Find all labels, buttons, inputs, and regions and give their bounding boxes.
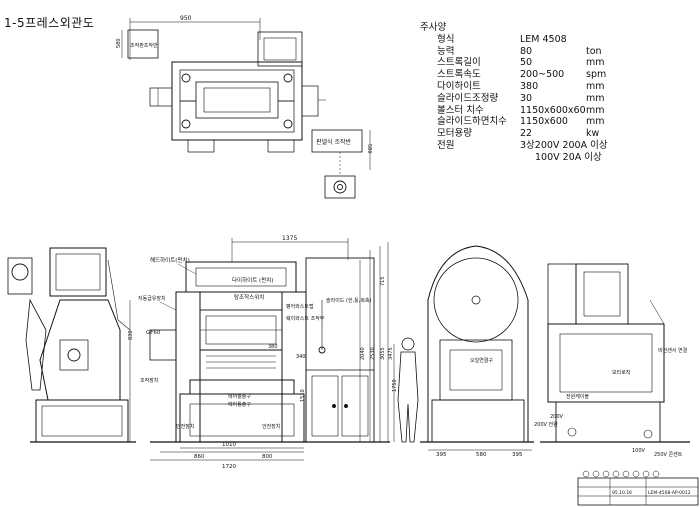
title-block-code: LEM-4508-AP-0012 [648, 490, 691, 496]
drawing-title: 1-5프레스외관도 [4, 16, 95, 30]
dim-2040: 2040 [360, 347, 366, 360]
label-operate: 조작장치 [140, 377, 158, 384]
spec-row: 스트록길이 50 mm [420, 57, 700, 69]
spec-value: 200~500 [520, 69, 565, 81]
spec-unit: kw [586, 128, 600, 140]
spec-label: 스트록속도 [437, 69, 481, 81]
label-200v: 200V [550, 414, 564, 420]
spec-row: 전원 3상200V 200A 이상 [420, 140, 700, 152]
spec-row: 형식 LEM 4508 [420, 34, 700, 46]
dim-1720: 1720 [222, 464, 236, 470]
front-view: 1375 GF60 [128, 235, 394, 470]
label-air2: 에어틀출구 [228, 401, 251, 408]
label-100v: 100V [632, 448, 646, 454]
title-block-date: 95.10.16 [612, 490, 632, 496]
spec-row: 능력 80 ton [420, 46, 700, 58]
dim-395-a: 395 [436, 452, 447, 458]
label-200v-power: 200V 전원 [534, 421, 558, 428]
spec-unit: ton [586, 45, 602, 57]
spec-value: 380 [520, 80, 539, 92]
dim-830: 830 [128, 330, 134, 340]
spec-value: 3상200V 200A 이상 [520, 139, 608, 151]
dim-580-panel: 580 [366, 144, 372, 154]
spec-row: 슬라이드하면치수 1150x600 mm [420, 116, 700, 128]
right-side-view: 오일연결구 모터로직 비전센서 연결 전원케이블 200V 200V 전원 10… [420, 245, 690, 458]
dim-340: 340 [296, 354, 306, 360]
spec-label: 슬라이드하면치수 [437, 116, 507, 128]
label-air: 에어틀출구 [228, 393, 251, 400]
label-250v: 250V 콘센트 [654, 451, 683, 458]
spec-label: 형식 [437, 33, 455, 45]
dim-1010: 1010 [222, 442, 236, 448]
dim-580-side: 580 [476, 452, 487, 458]
label-motor: 모터로직 [612, 369, 630, 376]
spec-unit: mm [586, 116, 605, 128]
human-figure: 1750 [392, 337, 419, 443]
spec-unit: mm [586, 104, 605, 116]
label-balancer: 평어와스트랩 [286, 303, 314, 310]
spec-unit: mm [586, 57, 605, 69]
left-side-view [7, 247, 136, 443]
dim-800: 800 [262, 454, 273, 460]
label-lube: 자동급유장치 [138, 295, 166, 302]
dim-1750: 1750 [392, 379, 398, 392]
spec-label: 스트록길이 [437, 57, 481, 69]
dim-395-b: 395 [512, 452, 523, 458]
dim-715: 715 [380, 276, 386, 286]
label-safety1: 안전장치 [176, 423, 194, 430]
top-plan-view: 950 조작판조작반 580 [116, 15, 372, 199]
spec-unit: mm [586, 92, 605, 104]
spec-value: 30 [520, 92, 533, 104]
spec-value: 50 [520, 57, 533, 69]
spec-row: 볼스터 치수 1150x600x60 mm [420, 105, 700, 117]
spec-row: 모터용량 22 kw [420, 128, 700, 140]
spec-label: 슬라이드조정량 [437, 92, 499, 104]
label-crank: 해드하이트(펀치) [150, 256, 190, 264]
dim-860: 860 [194, 454, 205, 460]
spec-row: 다이하이트 380 mm [420, 81, 700, 93]
label-vision: 비전센서 연결 [658, 347, 688, 354]
spec-label: 전원 [437, 139, 455, 151]
label-die: 다이하이트 (펀치) [232, 276, 273, 284]
label-gauge: GF60 [146, 330, 161, 336]
spec-table: 주사양 형식 LEM 4508 능력 80 ton 스트록길이 50 mm 스트… [420, 22, 700, 164]
dim-580-left: 580 [116, 38, 122, 48]
spec-value: LEM 4508 [520, 33, 567, 45]
label-cable: 전원케이블 [566, 393, 589, 400]
spec-row: 슬라이드조정량 30 mm [420, 93, 700, 105]
spec-row: 스트록속도 200~500 spm [420, 69, 700, 81]
label-counter: 웨이와스트 조작부 [286, 315, 325, 322]
label-oil: 오일연결구 [470, 357, 493, 364]
dim-3475: 3475 [388, 347, 394, 360]
label-switch: 탐조작스위치 [234, 293, 264, 301]
spec-unit: spm [586, 69, 607, 81]
spec-value: 80 [520, 45, 533, 57]
label-panel: 판넬식 조작반 [316, 138, 352, 146]
spec-extra: 100V 20A 이상 [535, 151, 602, 163]
spec-value: 1150x600x60 [520, 104, 586, 116]
spec-label: 다이하이트 [437, 80, 481, 92]
spec-unit: mm [586, 80, 605, 92]
spec-value: 1150x600 [520, 116, 568, 128]
spec-label: 능력 [437, 45, 455, 57]
spec-label: 볼스터 치수 [437, 104, 484, 116]
dim-950: 950 [180, 15, 192, 22]
dim-1510: 1510 [300, 389, 306, 402]
dim-3055: 3055 [380, 347, 386, 360]
dim-2530: 2530 [370, 347, 376, 360]
label-safety2: 안전장치 [262, 423, 280, 430]
spec-value: 22 [520, 128, 533, 140]
dim-380: 380 [268, 344, 278, 350]
label-slide: 슬라이드 (한,틀,복축) [326, 297, 372, 304]
label-control-box: 조작판조작반 [130, 42, 158, 49]
spec-label: 모터용량 [437, 128, 472, 140]
title-block: 95.10.16 LEM-4508-AP-0012 [577, 470, 699, 506]
spec-header: 주사양 [420, 22, 447, 33]
dim-1375: 1375 [282, 235, 297, 242]
